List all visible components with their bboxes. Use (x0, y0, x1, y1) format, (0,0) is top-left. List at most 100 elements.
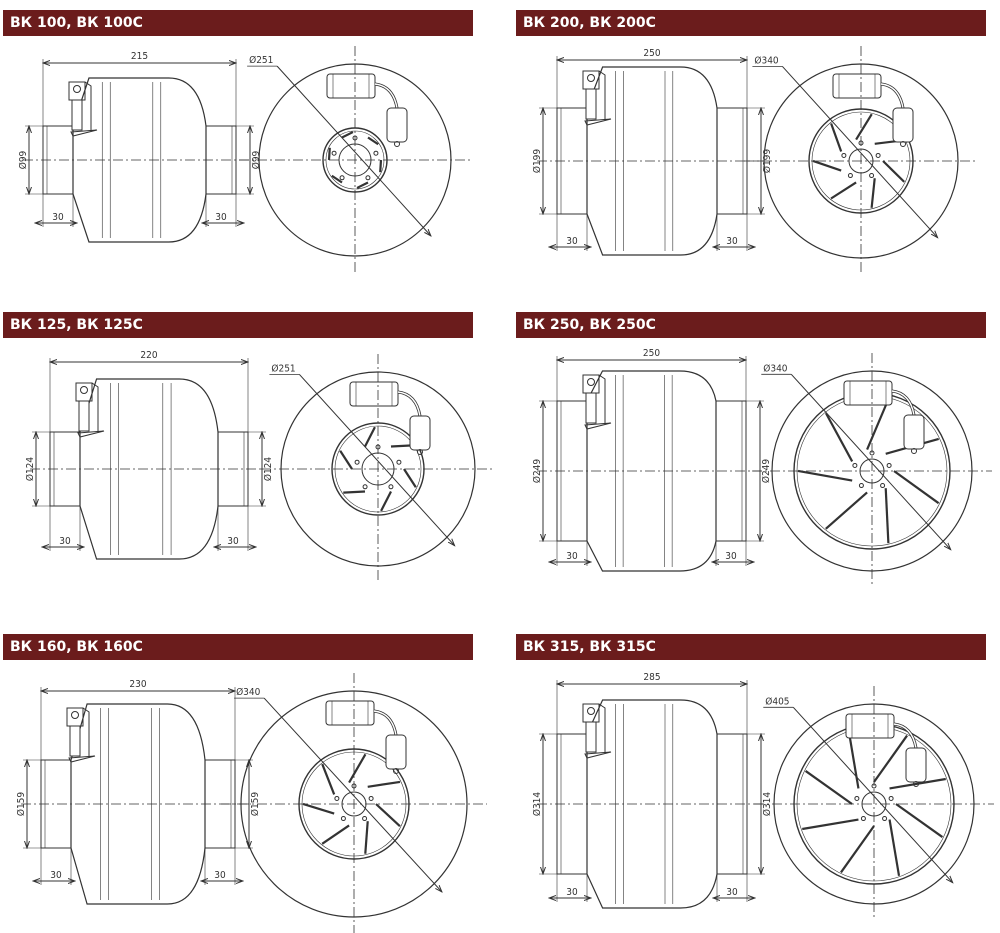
impeller-blade (380, 491, 392, 512)
terminal-box-front (843, 380, 893, 406)
impeller-blade (893, 470, 940, 505)
impeller-blade (882, 160, 905, 183)
front-view: Ø251 (239, 46, 471, 272)
impeller-blade (895, 803, 944, 838)
mounting-foot (584, 118, 612, 126)
mounting-bracket (91, 382, 99, 431)
impeller-blade (804, 770, 853, 805)
terminal-screw-icon (587, 378, 595, 386)
mounting-foot (584, 422, 612, 430)
hub-bolt (354, 459, 360, 465)
impeller-blade (339, 450, 353, 470)
hub-bolt (886, 462, 892, 468)
hub-bolt (339, 175, 345, 181)
impeller-blade (855, 113, 873, 141)
hub-bolt (362, 484, 368, 490)
inlet-diameter: Ø99 (17, 150, 29, 169)
capacitor (585, 392, 597, 424)
housing-diameter: Ø340 (763, 362, 788, 374)
impeller-blade (870, 178, 876, 208)
diameter-leader-line (299, 374, 454, 545)
panel-header: ВК 250, ВК 250С (516, 312, 986, 338)
terminal-screw-icon (587, 707, 595, 715)
impeller-blade (302, 802, 335, 815)
panel-title: ВК 160, ВК 160С (10, 639, 143, 655)
collar-left-dimension: 30 (566, 236, 578, 247)
impeller-blade (364, 821, 369, 854)
length-dimension: 215 (131, 51, 148, 62)
terminal-box (582, 374, 600, 394)
panel-header: ВК 315, ВК 315С (516, 634, 986, 660)
collar-right-dimension: 30 (726, 887, 738, 898)
collar-right-dimension: 30 (227, 536, 239, 547)
terminal-box (582, 70, 600, 90)
hub-bolt (841, 152, 847, 158)
front-view: Ø340 (744, 46, 978, 274)
impeller-blade (403, 468, 417, 488)
capacitor-screw (900, 141, 906, 147)
hub-bolt (331, 150, 337, 156)
hub-bolt (396, 459, 402, 465)
terminal-box-front (832, 73, 882, 99)
impeller-blade (343, 490, 366, 494)
mounting-foot (68, 755, 96, 763)
terminal-box (75, 382, 93, 402)
length-dimension: 230 (129, 679, 146, 690)
hub-bolt (373, 150, 379, 156)
capacitor-screw (913, 781, 919, 787)
hub-bolt (365, 175, 371, 181)
hub-bolt (880, 483, 886, 489)
mounting-bracket (598, 374, 606, 423)
impeller-blade (824, 412, 854, 462)
terminal-box-front (325, 700, 375, 726)
impeller-blade (390, 444, 413, 448)
mounting-bracket (598, 70, 606, 119)
panel-title: ВК 125, ВК 125С (10, 317, 143, 333)
impeller-blade (847, 732, 860, 789)
impeller-blade (888, 819, 901, 876)
hub-bolt (847, 173, 853, 179)
capacitor-front (385, 734, 407, 770)
collar-right-dimension: 30 (215, 212, 227, 223)
panel-title: ВК 200, ВК 200С (523, 15, 656, 31)
capacitor (585, 721, 597, 753)
hub-bolt (875, 152, 881, 158)
capacitor-screw (393, 768, 399, 774)
hub-bolt (888, 795, 894, 801)
impeller-blade (367, 780, 401, 788)
impeller-blade (348, 753, 367, 784)
impeller-blade (375, 803, 401, 827)
front-view: Ø340 (752, 353, 992, 587)
mounting-foot (70, 129, 98, 137)
panel-header: ВК 100, ВК 100С (3, 10, 473, 36)
diameter-leader-line (263, 697, 442, 892)
housing-diameter: Ø251 (271, 362, 295, 374)
hub-bolt (860, 816, 866, 822)
hub-bolt (334, 795, 340, 801)
impeller-blade (884, 488, 890, 544)
impeller-blade (866, 398, 890, 450)
panel-header: ВК 160, ВК 160С (3, 634, 473, 660)
length-dimension: 285 (643, 672, 660, 683)
capacitor-front (903, 414, 925, 450)
panel-title: ВК 100, ВК 100С (10, 15, 143, 31)
diameter-leader-line (782, 66, 937, 237)
panel-header: ВК 200, ВК 200С (516, 10, 986, 36)
collar-left-dimension: 30 (52, 212, 64, 223)
terminal-screw-icon (71, 711, 79, 719)
mounting-bracket (598, 703, 606, 752)
hub-bolt (388, 484, 394, 490)
front-view: Ø251 (261, 354, 495, 582)
